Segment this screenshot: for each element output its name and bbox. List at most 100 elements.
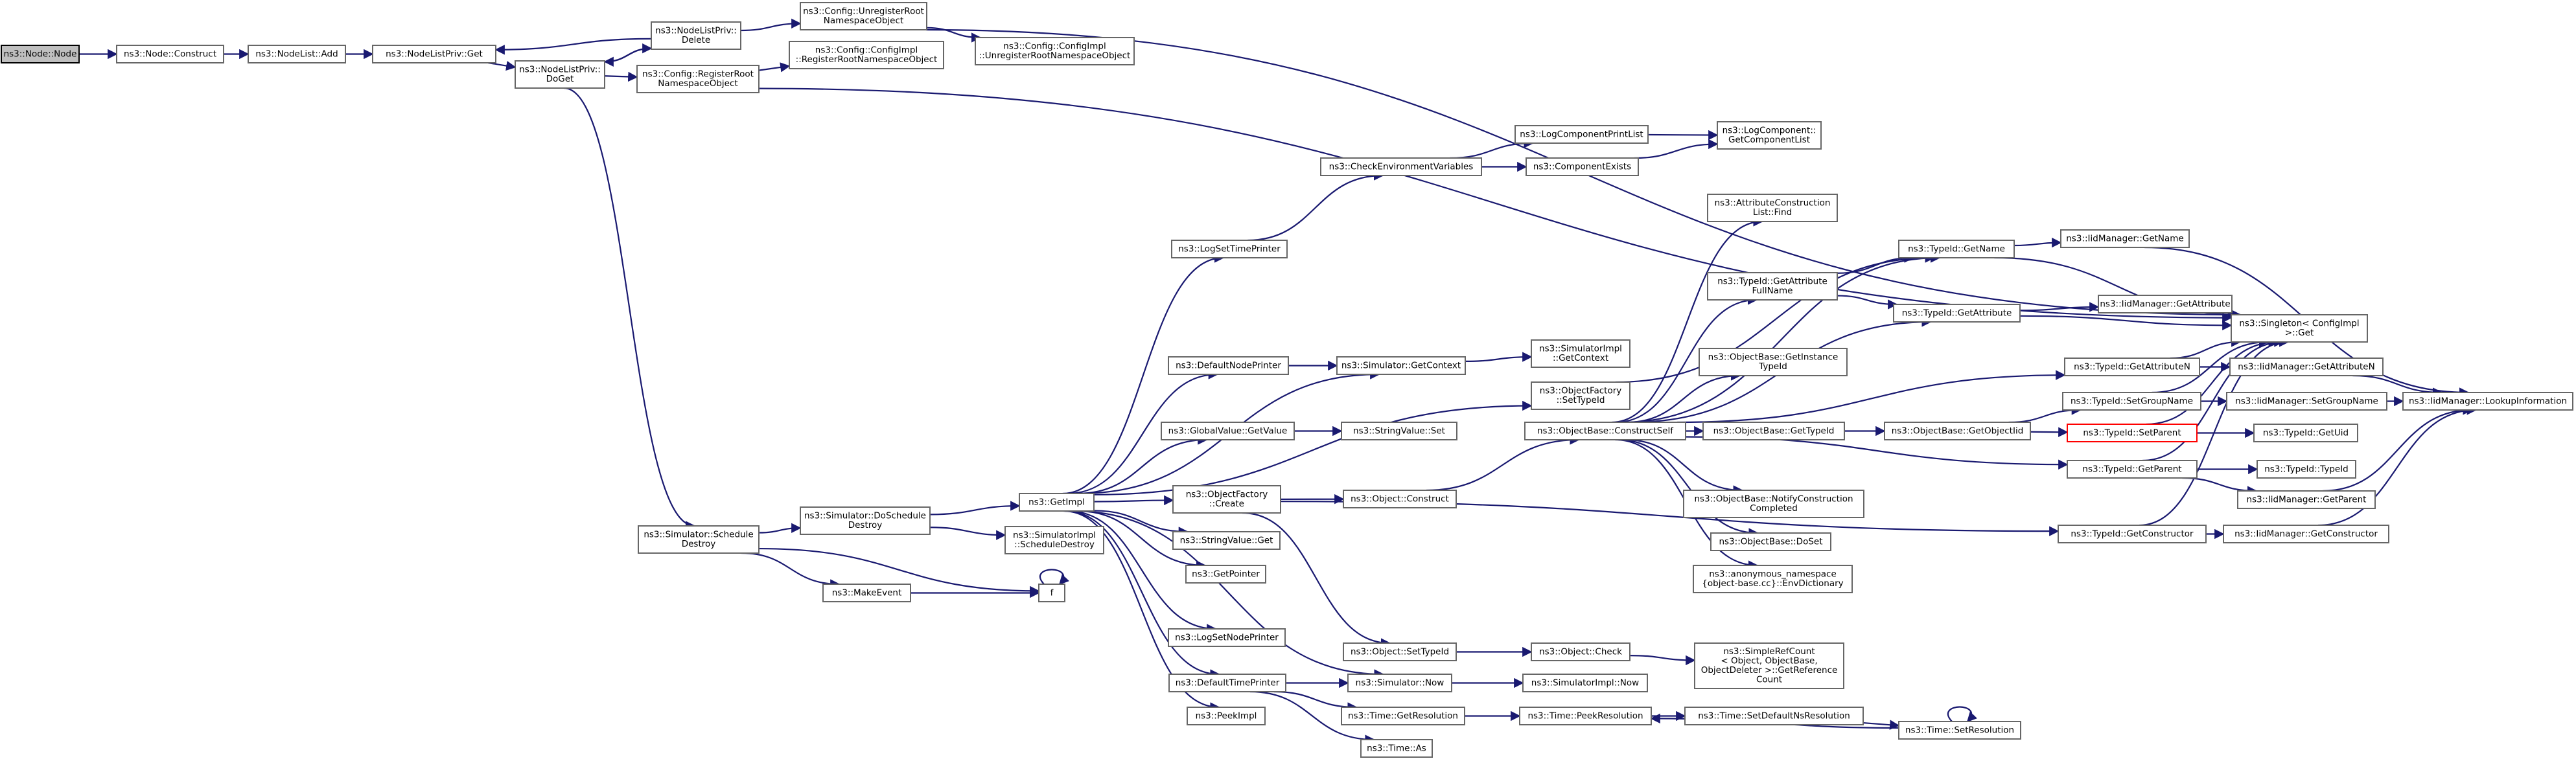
node-label: ns3::Time::GetResolution: [1348, 710, 1458, 721]
graph-node-stringvalue-set[interactable]: ns3::StringValue::Set: [1341, 422, 1457, 440]
node-label: ns3::IidManager::LookupInformation: [2409, 396, 2567, 406]
graph-node-peek-impl[interactable]: ns3::PeekImpl: [1187, 707, 1266, 725]
node-box: [2060, 229, 2190, 248]
graph-node-log-comp-get-list[interactable]: ns3::LogComponent::GetComponentList: [1717, 121, 1822, 150]
graph-node-typeid-setparent[interactable]: ns3::TypeId::SetParent: [2067, 424, 2198, 442]
graph-node-typeid-getparent[interactable]: ns3::TypeId::GetParent: [2067, 460, 2198, 479]
graph-node-typeid-getattribute[interactable]: ns3::TypeId::GetAttribute: [1893, 304, 2021, 323]
graph-node-log-comp-print-list[interactable]: ns3::LogComponentPrintList: [1514, 125, 1649, 144]
node-box: [1172, 485, 1281, 514]
graph-node-iid-getattrn[interactable]: ns3::IidManager::GetAttributeN: [2229, 358, 2384, 376]
graph-node-ob-construct-self[interactable]: ns3::ObjectBase::ConstructSelf: [1524, 422, 1686, 440]
node-box: [1884, 422, 2031, 440]
graph-node-cfgimpl-reg[interactable]: ns3::Config::ConfigImpl::RegisterRootNam…: [789, 41, 944, 69]
graph-node-nlp-delete[interactable]: ns3::NodeListPriv::Delete: [651, 21, 741, 50]
node-box: [2098, 295, 2233, 313]
graph-node-of-settypeid[interactable]: ns3::ObjectFactory::SetTypeId: [1531, 381, 1630, 410]
graph-node-obj-settypeid[interactable]: ns3::Object::SetTypeId: [1343, 642, 1457, 661]
graph-node-sim-now[interactable]: ns3::Simulator::Now: [1347, 674, 1452, 692]
graph-node-nodelist-add[interactable]: ns3::NodeList::Add: [248, 45, 346, 63]
graph-node-of-create[interactable]: ns3::ObjectFactory::Create: [1172, 485, 1281, 514]
node-box: [1683, 490, 1864, 518]
graph-node-time-setres[interactable]: ns3::Time::SetResolution: [1898, 721, 2021, 740]
graph-node-anon-envdict[interactable]: ns3::anonymous_namespace{object-base.cc}…: [1693, 565, 1853, 593]
graph-node-iid-getname[interactable]: ns3::IidManager::GetName: [2060, 229, 2190, 248]
node-label: ns3::SimpleRefCount: [1723, 646, 1815, 657]
graph-node-cfgimpl-unreg[interactable]: ns3::Config::ConfigImpl::UnregisterRootN…: [975, 37, 1135, 65]
graph-node-iid-getconstructor[interactable]: ns3::IidManager::GetConstructor: [2223, 525, 2389, 543]
graph-node-time-peekres[interactable]: ns3::Time::PeekResolution: [1519, 707, 1652, 725]
node-label: ns3::IidManager::GetAttribute: [2100, 299, 2230, 309]
edge-ob-construct-self-to-typeid-getparent: [1685, 436, 2069, 470]
node-box: [1168, 674, 1286, 692]
node-label: ObjectDeleter >::GetReference: [1701, 665, 1838, 676]
node-box: [1360, 739, 1433, 758]
graph-node-construct[interactable]: ns3::Node::Construct: [116, 45, 224, 63]
graph-node-default-time-printer[interactable]: ns3::DefaultTimePrinter: [1168, 674, 1286, 692]
graph-node-time-setdefault[interactable]: ns3::Time::SetDefaultNsResolution: [1684, 707, 1864, 725]
node-label: ns3::IidManager::SetGroupName: [2235, 396, 2378, 406]
graph-node-typeid-getuid[interactable]: ns3::TypeId::GetUid: [2253, 424, 2358, 442]
graph-node-simimpl-now[interactable]: ns3::SimulatorImpl::Now: [1522, 674, 1648, 692]
graph-node-time-getres[interactable]: ns3::Time::GetResolution: [1341, 707, 1465, 725]
graph-node-ob-notify[interactable]: ns3::ObjectBase::NotifyConstructionCompl…: [1683, 490, 1864, 518]
graph-node-singleton-get[interactable]: ns3::Singleton< ConfigImpl>::Get: [2231, 314, 2368, 343]
node-box: [1171, 240, 1288, 258]
graph-node-default-node-printer[interactable]: ns3::DefaultNodePrinter: [1168, 356, 1289, 375]
graph-node-nlp-get[interactable]: ns3::NodeListPriv::Get: [372, 45, 496, 63]
graph-node-obj-construct[interactable]: ns3::Object::Construct: [1343, 490, 1457, 508]
graph-node-ob-gettypeid[interactable]: ns3::ObjectBase::GetTypeId: [1702, 422, 1845, 440]
node-box: [2226, 392, 2387, 411]
node-label: ns3::ObjectBase::ConstructSelf: [1537, 426, 1674, 436]
graph-node-sched-destroy[interactable]: ns3::Simulator::ScheduleDestroy: [638, 525, 760, 554]
graph-node-typeid-getname[interactable]: ns3::TypeId::GetName: [1898, 240, 2015, 258]
graph-node-log-set-node-printer[interactable]: ns3::LogSetNodePrinter: [1168, 628, 1286, 647]
edge-get-impl-to-of-settypeid: [1093, 400, 1533, 495]
node-box: [1343, 490, 1457, 508]
node-label: ns3::Object::SetTypeId: [1351, 646, 1449, 657]
graph-node-ob-getobjectiid[interactable]: ns3::ObjectBase::GetObjectIid: [1884, 422, 2031, 440]
node-label: ns3::ObjectFactory: [1540, 386, 1622, 396]
graph-node-gv-getvalue[interactable]: ns3::GlobalValue::GetValue: [1161, 422, 1295, 440]
graph-node-get-pointer[interactable]: ns3::GetPointer: [1185, 565, 1266, 584]
graph-node-node-ctor[interactable]: ns3::Node::Node: [1, 45, 80, 63]
node-label: ns3::TypeId::GetConstructor: [2071, 528, 2194, 539]
node-label: ns3::SimulatorImpl: [1539, 344, 1622, 354]
graph-node-make-event[interactable]: ns3::MakeEvent: [822, 584, 911, 602]
node-label: ns3::ObjectBase::GetTypeId: [1713, 426, 1835, 436]
graph-node-simple-refcount[interactable]: ns3::SimpleRefCount< Object, ObjectBase,…: [1694, 642, 1844, 689]
graph-node-sim-getcontext[interactable]: ns3::Simulator::GetContext: [1336, 356, 1466, 375]
graph-node-typeid-getconstructor[interactable]: ns3::TypeId::GetConstructor: [2058, 525, 2207, 543]
graph-node-typeid-typeid[interactable]: ns3::TypeId::TypeId: [2257, 460, 2356, 479]
graph-node-iid-getparent[interactable]: ns3::IidManager::GetParent: [2237, 490, 2376, 509]
graph-node-typeid-getattrn[interactable]: ns3::TypeId::GetAttributeN: [2064, 358, 2200, 376]
edge-get-impl-to-log-set-node-printer: [1067, 510, 1217, 634]
graph-node-stringvalue-get[interactable]: ns3::StringValue::Get: [1172, 531, 1281, 550]
edge-get-impl-to-default-time-printer: [1065, 510, 1220, 679]
graph-node-simimpl-getcontext[interactable]: ns3::SimulatorImpl::GetContext: [1531, 339, 1630, 368]
graph-node-ob-doset[interactable]: ns3::ObjectBase::DoSet: [1710, 532, 1831, 551]
graph-node-cfg-reg[interactable]: ns3::Config::RegisterRootNamespaceObject: [636, 65, 760, 93]
node-label: ns3::CheckEnvironmentVariables: [1329, 161, 1474, 172]
graph-node-iid-getattribute[interactable]: ns3::IidManager::GetAttribute: [2098, 295, 2233, 313]
graph-node-check-env[interactable]: ns3::CheckEnvironmentVariables: [1320, 157, 1482, 176]
graph-node-get-impl[interactable]: ns3::GetImpl: [1019, 493, 1095, 512]
graph-node-simimpl-sched-destroy[interactable]: ns3::SimulatorImpl::ScheduleDestroy: [1004, 526, 1104, 554]
graph-node-log-set-time-printer[interactable]: ns3::LogSetTimePrinter: [1171, 240, 1288, 258]
graph-node-typeid-setgroupname[interactable]: ns3::TypeId::SetGroupName: [2062, 392, 2201, 411]
graph-node-iid-setgroupname[interactable]: ns3::IidManager::SetGroupName: [2226, 392, 2387, 411]
graph-node-obj-check[interactable]: ns3::Object::Check: [1531, 642, 1630, 661]
graph-node-nlp-doget[interactable]: ns3::NodeListPriv::DoGet: [515, 60, 605, 89]
edge-ob-getobjectiid-to-typeid-setparent: [2030, 427, 2069, 437]
edge-ob-construct-self-to-ob-doset: [1618, 438, 1759, 538]
node-label: ns3::IidManager::GetParent: [2247, 494, 2367, 505]
graph-node-iid-lookup[interactable]: ns3::IidManager::LookupInformation: [2402, 392, 2573, 411]
graph-node-comp-exists[interactable]: ns3::ComponentExists: [1526, 157, 1639, 176]
graph-node-f[interactable]: f: [1038, 584, 1065, 602]
graph-node-time-as[interactable]: ns3::Time::As: [1360, 739, 1433, 758]
graph-node-cfg-unreg[interactable]: ns3::Config::UnregisterRootNamespaceObje…: [800, 2, 927, 30]
